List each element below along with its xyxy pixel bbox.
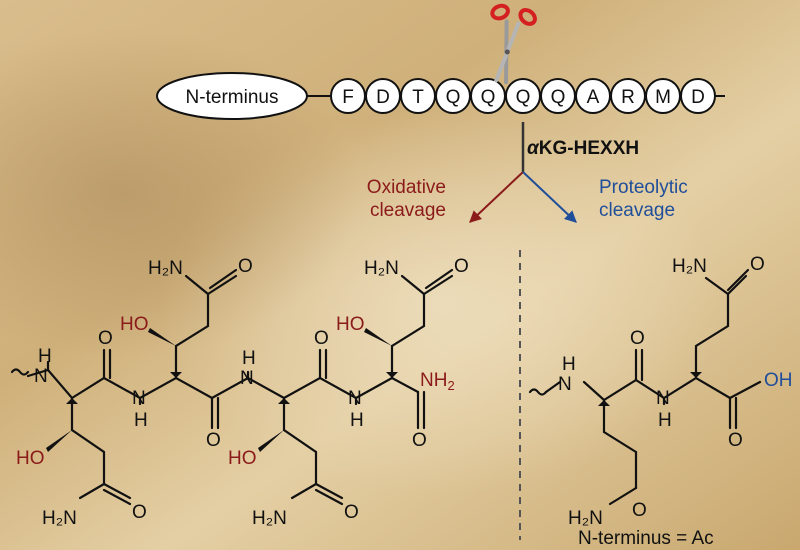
atom-o: O: [206, 430, 221, 451]
atom-h2n: H₂N: [568, 508, 603, 529]
atom-o: O: [728, 430, 743, 451]
atom-o: O: [314, 328, 329, 349]
proteolytic-product-bonds: [528, 268, 762, 506]
atom-ho: HO: [336, 314, 365, 335]
atom-n: N: [240, 368, 254, 389]
oxidative-atom-labels: H N O HO H₂N O N H O HO H₂N O H N O HO H…: [16, 256, 469, 529]
atom-n: N: [558, 374, 572, 395]
proteolytic-line2: cleavage: [599, 200, 675, 221]
residue-label: T: [412, 87, 424, 108]
atom-n: N: [132, 388, 146, 409]
atom-h: H: [38, 346, 52, 367]
atom-o: O: [454, 256, 469, 277]
atom-o: O: [344, 502, 359, 523]
residue-label: D: [376, 87, 390, 108]
footnote: N-terminus = Ac: [578, 528, 714, 549]
atom-ho: HO: [16, 448, 45, 469]
atom-h2n: H₂N: [42, 508, 77, 529]
residue-label: Q: [551, 87, 566, 108]
atom-o: O: [630, 328, 645, 349]
residue-label: A: [587, 87, 600, 108]
residue-label: M: [655, 87, 671, 108]
proteolytic-atom-labels: H N O N H O OH H₂N O H₂N O: [558, 254, 793, 529]
oxidative-line1: Oxidative: [367, 177, 446, 198]
atom-h2n: H₂N: [252, 508, 287, 529]
atom-h: H: [562, 354, 576, 375]
atom-h: H: [658, 410, 672, 431]
atom-o: O: [750, 254, 765, 275]
residue-label: Q: [516, 87, 531, 108]
atom-o: O: [238, 256, 253, 277]
atom-h: H: [242, 348, 256, 369]
atom-h2n: H₂N: [672, 256, 707, 277]
n-terminus-label: N-terminus: [186, 87, 279, 108]
scissors-icon: [490, 3, 537, 85]
atom-ho: HO: [120, 314, 149, 335]
oxidative-line2: cleavage: [370, 200, 446, 221]
atom-o: O: [412, 430, 427, 451]
atom-o: O: [98, 328, 113, 349]
enzyme-name: KG-HEXXH: [539, 138, 639, 159]
atom-h: H: [350, 410, 364, 431]
residue-bead: [680, 78, 716, 114]
atom-o: O: [132, 502, 147, 523]
atom-n: N: [656, 388, 670, 409]
proteolytic-stereo-bonds: [598, 372, 702, 406]
atom-ho: HO: [228, 448, 257, 469]
atom-o: O: [632, 500, 647, 521]
atom-nh2: NH2: [420, 370, 455, 393]
atom-h2n: H₂N: [364, 258, 399, 279]
atom-h2n: H₂N: [148, 258, 183, 279]
residue-label: Q: [446, 87, 461, 108]
oxidative-product-bonds: [10, 268, 454, 506]
atom-n: N: [348, 388, 362, 409]
proteolytic-line1: Proteolytic: [599, 177, 688, 198]
oxidative-stereo-bonds: [46, 328, 398, 452]
residue-label: D: [691, 87, 705, 108]
n-terminus-ellipse: [156, 72, 308, 120]
enzyme-prefix: α: [527, 138, 540, 159]
atom-oh: OH: [764, 370, 793, 391]
atom-h: H: [134, 410, 148, 431]
atom-n: N: [34, 366, 48, 387]
enzyme-label: αKG-HEXXH: [527, 138, 639, 159]
residue-label: R: [621, 87, 635, 108]
residue-label: Q: [481, 87, 496, 108]
branch-arrows: [469, 122, 577, 223]
residue-label: F: [342, 87, 354, 108]
